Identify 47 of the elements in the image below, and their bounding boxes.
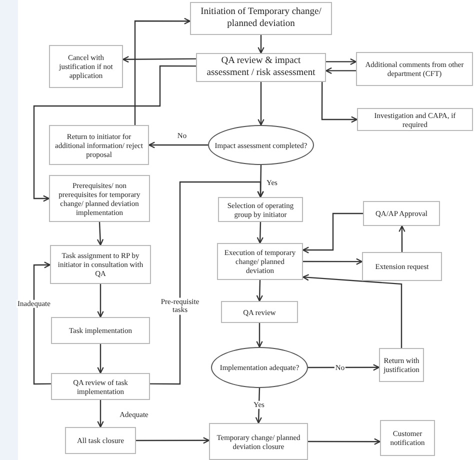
arrow [256, 280, 263, 302]
process-box [217, 243, 303, 280]
process-box [209, 423, 308, 460]
process-box [51, 373, 150, 400]
process-box [196, 53, 326, 82]
arrow [325, 67, 356, 74]
arrow [302, 212, 363, 254]
arrow [258, 82, 264, 126]
process-box [363, 201, 440, 226]
process-box [51, 317, 150, 344]
process-box [190, 2, 332, 35]
process-box [356, 52, 473, 86]
arrow [134, 18, 191, 125]
process-box [380, 420, 435, 456]
arrow [33, 65, 196, 202]
arrow [303, 258, 363, 265]
node-text: QA review & impact assessment / risk assessment [206, 56, 316, 79]
process-box [221, 301, 298, 323]
arrow [148, 142, 208, 148]
arrow [150, 181, 264, 385]
process-box [379, 348, 424, 382]
node-text: Initiation of Temporary change/ planned deviation [200, 7, 322, 30]
process-box [49, 125, 149, 165]
arrow [97, 344, 104, 374]
arrow [97, 284, 104, 318]
arrow [308, 438, 381, 445]
arrow [256, 323, 263, 348]
process-box [65, 427, 136, 454]
arrow [256, 222, 264, 244]
arrow [326, 58, 357, 66]
arrow [33, 262, 51, 385]
arrow [136, 437, 210, 444]
arrow [321, 82, 358, 123]
arrow [122, 56, 196, 63]
arrow [258, 35, 264, 54]
process-box [50, 245, 151, 284]
arrow [97, 400, 104, 428]
arrow [96, 222, 104, 246]
arrow [308, 364, 380, 371]
arrow [398, 225, 406, 252]
process-box [49, 45, 123, 88]
process-box [362, 252, 442, 281]
process-box [218, 197, 303, 222]
process-box [49, 175, 150, 222]
arrow [257, 164, 264, 198]
process-box [357, 108, 473, 131]
arrow [302, 274, 402, 348]
